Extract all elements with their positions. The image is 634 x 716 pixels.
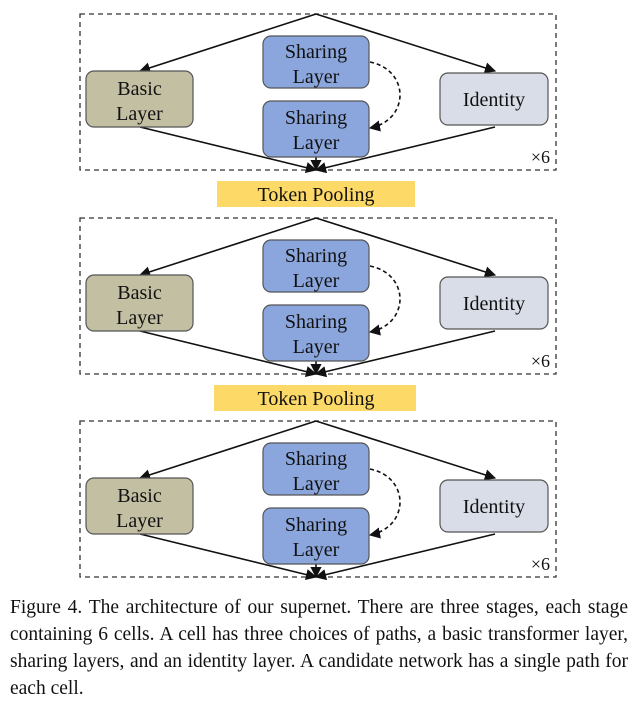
figure-caption: Figure 4. The architecture of our supern… [10,597,628,699]
sharing-top-label-2: Layer [293,66,340,88]
repeat-count-label: ×6 [531,147,550,167]
identity-layer-box: Identity [439,479,549,533]
sharing-top-label-1: Sharing [285,41,347,63]
basic-layer-label-1: Basic [117,485,162,507]
path-lines [138,420,497,581]
sharing-loop-arrow [368,265,401,336]
stage-3: Basic Layer Sharing Layer Sharing Layer … [79,420,557,581]
sharing-top-label-1: Sharing [285,245,347,267]
token-pooling-1: Token Pooling [217,181,415,207]
stage-1: Basic Layer Sharing Layer Sharing Layer … [79,13,557,174]
sharing-bottom-label-2: Layer [293,132,340,154]
sharing-top-label-1: Sharing [285,448,347,470]
basic-layer-label-1: Basic [117,282,162,304]
basic-layer-label-2: Layer [116,103,163,125]
identity-layer-box: Identity [439,72,549,126]
identity-layer-box: Identity [439,276,549,330]
identity-label: Identity [463,89,525,111]
basic-layer-box: Basic Layer [85,477,194,535]
basic-layer-box: Basic Layer [85,70,194,128]
sharing-layer-top-box: Sharing Layer [262,442,370,496]
token-pooling-label: Token Pooling [258,184,375,206]
sharing-bottom-label-1: Sharing [285,514,347,536]
basic-layer-box: Basic Layer [85,274,194,332]
identity-label: Identity [463,496,525,518]
supernet-diagram: Basic Layer Sharing Layer Sharing Layer … [79,13,557,581]
sharing-bottom-label-1: Sharing [285,107,347,129]
basic-layer-label-1: Basic [117,78,162,100]
sharing-bottom-label-1: Sharing [285,311,347,333]
sharing-top-label-2: Layer [293,270,340,292]
sharing-loop-arrow [368,61,401,132]
path-lines [138,13,497,174]
stage-2: Basic Layer Sharing Layer Sharing Layer … [79,217,557,378]
sharing-bottom-label-2: Layer [293,539,340,561]
sharing-layer-top-box: Sharing Layer [262,239,370,293]
identity-label: Identity [463,293,525,315]
path-lines [138,217,497,378]
sharing-bottom-label-2: Layer [293,336,340,358]
sharing-loop-arrow [368,468,401,539]
repeat-count-label: ×6 [531,554,550,574]
basic-layer-label-2: Layer [116,510,163,532]
basic-layer-label-2: Layer [116,307,163,329]
sharing-layer-bottom-box: Sharing Layer [262,100,370,158]
token-pooling-label: Token Pooling [258,388,375,410]
sharing-layer-bottom-box: Sharing Layer [262,304,370,362]
sharing-layer-top-box: Sharing Layer [262,35,370,89]
token-pooling-2: Token Pooling [214,385,416,411]
sharing-layer-bottom-box: Sharing Layer [262,507,370,565]
repeat-count-label: ×6 [531,351,550,371]
sharing-top-label-2: Layer [293,473,340,495]
